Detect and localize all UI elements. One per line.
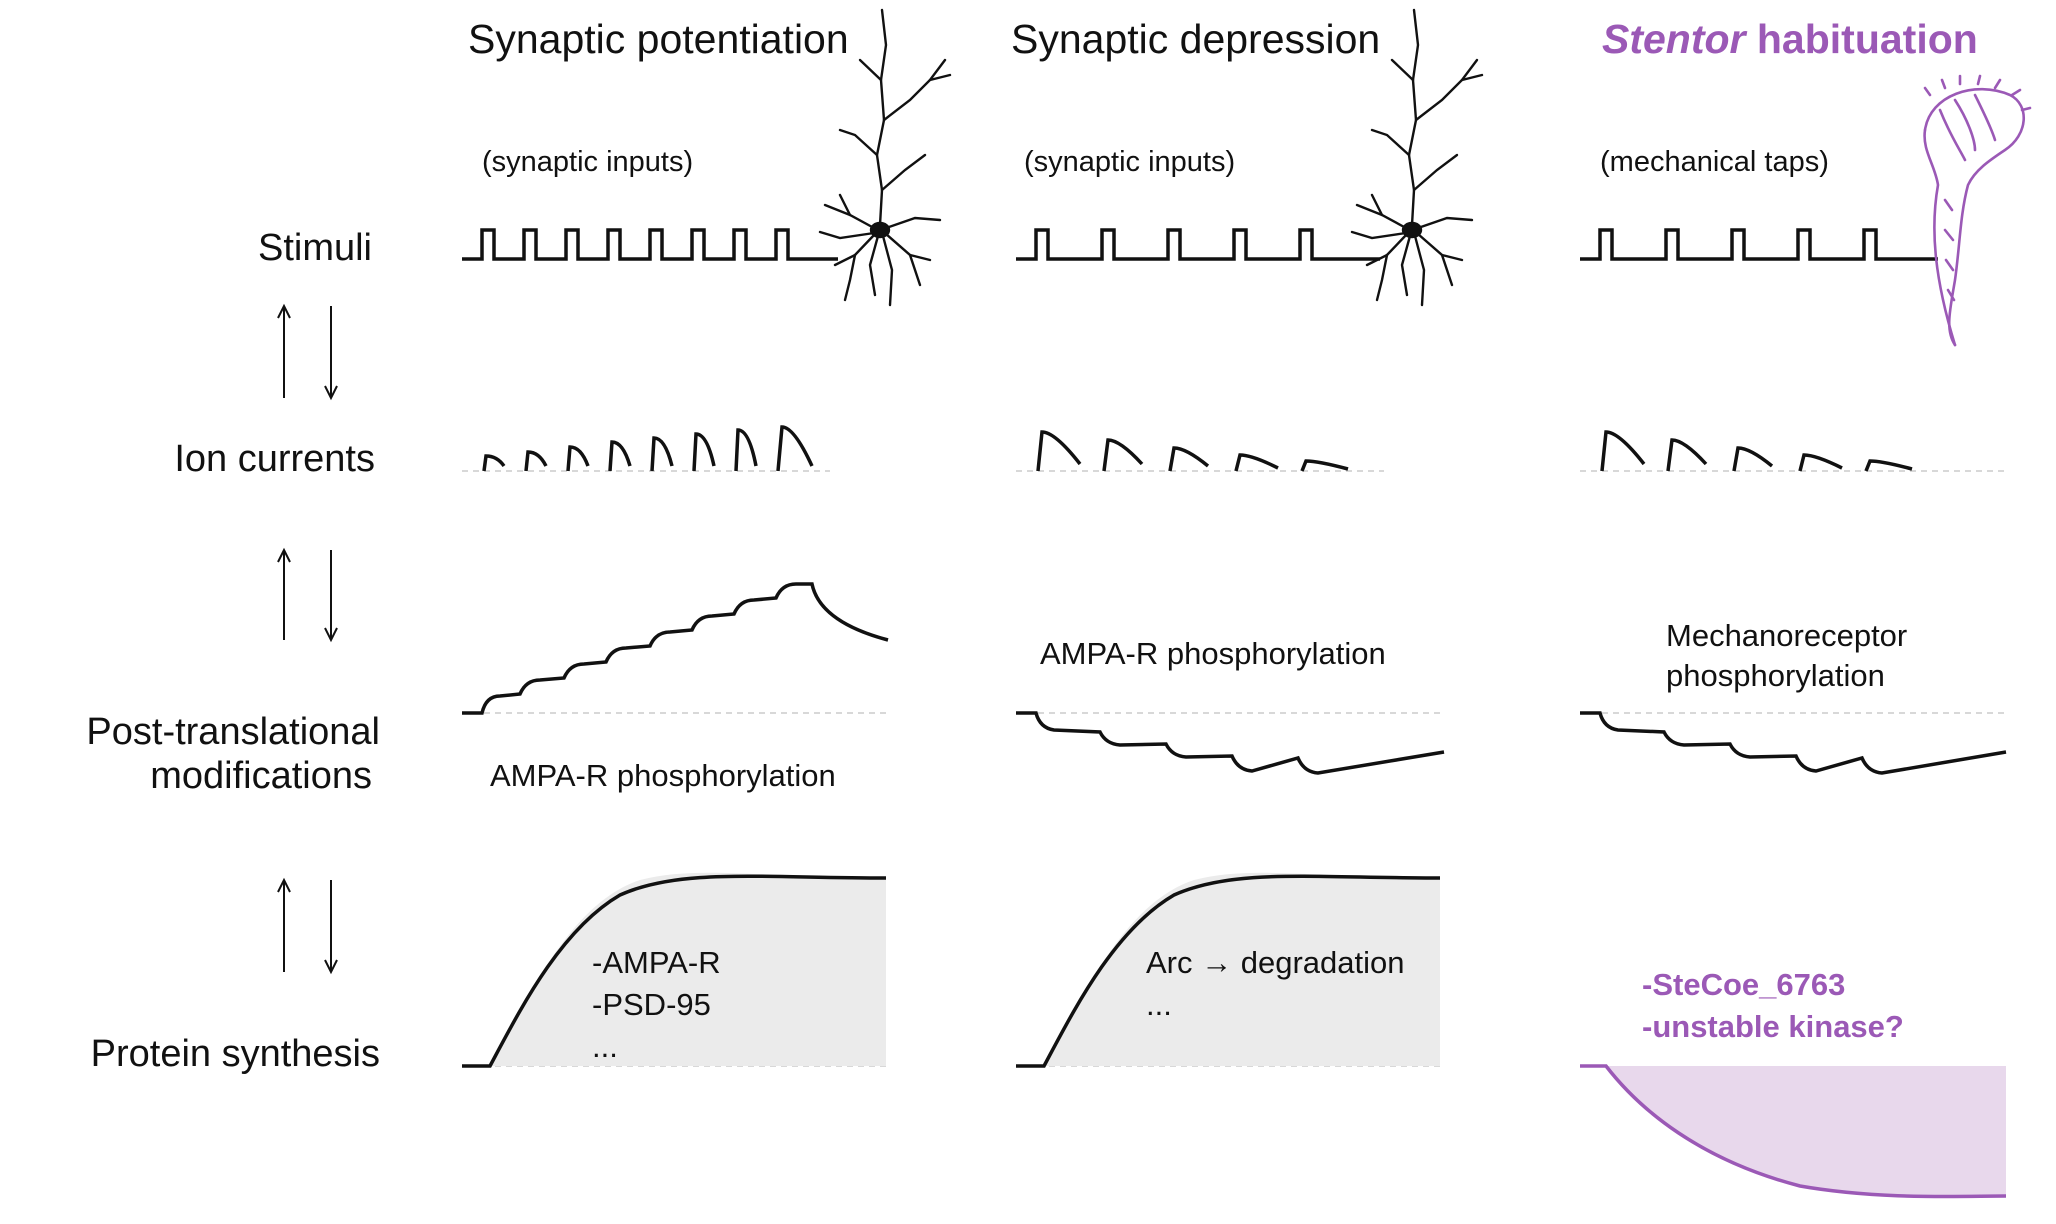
synthesis-item: ... bbox=[1146, 987, 1172, 1022]
synthesis-item: Arc → degradation bbox=[1146, 945, 1405, 980]
column-title-stentor: Stentor habituation bbox=[1602, 16, 1978, 63]
synthesis-item: -SteCoe_6763 bbox=[1642, 967, 1846, 1002]
ion-trace-potentiation bbox=[482, 425, 814, 472]
synthesis-list-depression: Arc → degradation ... bbox=[1146, 942, 1404, 1026]
column-title-stentor-italic: Stentor bbox=[1602, 16, 1746, 62]
synthesis-area-stentor bbox=[1580, 1066, 2006, 1197]
modification-label-depression: AMPA-R phosphorylation bbox=[1040, 636, 1386, 671]
synthesis-item: -AMPA-R bbox=[592, 945, 721, 980]
synthesis-area-potentiation bbox=[490, 872, 886, 1066]
synthesis-curve-depression bbox=[1016, 874, 1441, 1068]
column-title-depression: Synaptic depression bbox=[1011, 16, 1381, 62]
column-title-potentiation: Synaptic potentiation bbox=[468, 16, 849, 62]
stimulus-label-potentiation: (synaptic inputs) bbox=[482, 146, 694, 178]
synthesis-list-potentiation: -AMPA-R -PSD-95 ... bbox=[592, 942, 721, 1068]
ion-trace-depression bbox=[1036, 430, 1349, 472]
synthesis-item: ... bbox=[592, 1029, 618, 1064]
modification-label-stentor-line1: Mechanoreceptor bbox=[1666, 618, 1908, 653]
stentor-cell-icon bbox=[1923, 74, 2032, 347]
pyramidal-neuron-icon bbox=[1350, 8, 1484, 307]
row-label-ptm: Post-translational modifications bbox=[86, 710, 380, 798]
synthesis-area-depression bbox=[1044, 872, 1440, 1066]
synthesis-item: -unstable kinase? bbox=[1642, 1009, 1904, 1044]
row-label-stimuli: Stimuli bbox=[257, 227, 372, 269]
synthesis-list-stentor: -SteCoe_6763 -unstable kinase? bbox=[1642, 964, 1904, 1048]
ptm-trace-depression bbox=[1016, 711, 1445, 775]
stimulus-train-potentiation bbox=[462, 228, 838, 261]
stimulus-train-stentor bbox=[1580, 228, 1938, 261]
stimulus-label-stentor: (mechanical taps) bbox=[1600, 146, 1829, 178]
synthesis-curve-stentor bbox=[1580, 1064, 2007, 1199]
arrow-pair-stimuli-ion bbox=[277, 303, 338, 401]
row-label-ion-currents: Ion currents bbox=[174, 438, 375, 480]
modification-label-potentiation: AMPA-R phosphorylation bbox=[490, 758, 836, 793]
modification-label-stentor: Mechanoreceptor phosphorylation bbox=[1666, 616, 1907, 696]
synthesis-curve-potentiation bbox=[462, 874, 887, 1068]
stimulus-label-depression: (synaptic inputs) bbox=[1024, 146, 1236, 178]
ptm-trace-potentiation bbox=[462, 582, 889, 715]
arrow-pair-ptm-synthesis bbox=[277, 877, 338, 975]
ptm-trace-stentor bbox=[1580, 711, 2007, 775]
stimulus-train-depression bbox=[1016, 228, 1380, 261]
row-label-ptm-line2: modifications bbox=[150, 755, 372, 797]
synthesis-item: -PSD-95 bbox=[592, 987, 711, 1022]
row-label-ptm-line1: Post-translational bbox=[86, 711, 380, 753]
row-label-protein-synthesis: Protein synthesis bbox=[90, 1033, 380, 1075]
pyramidal-neuron-icon bbox=[818, 8, 952, 307]
modification-label-stentor-line2: phosphorylation bbox=[1666, 658, 1885, 693]
column-title-stentor-rest: habituation bbox=[1745, 16, 1978, 62]
ion-trace-stentor bbox=[1600, 430, 1913, 472]
arrow-pair-ion-ptm bbox=[277, 547, 338, 643]
